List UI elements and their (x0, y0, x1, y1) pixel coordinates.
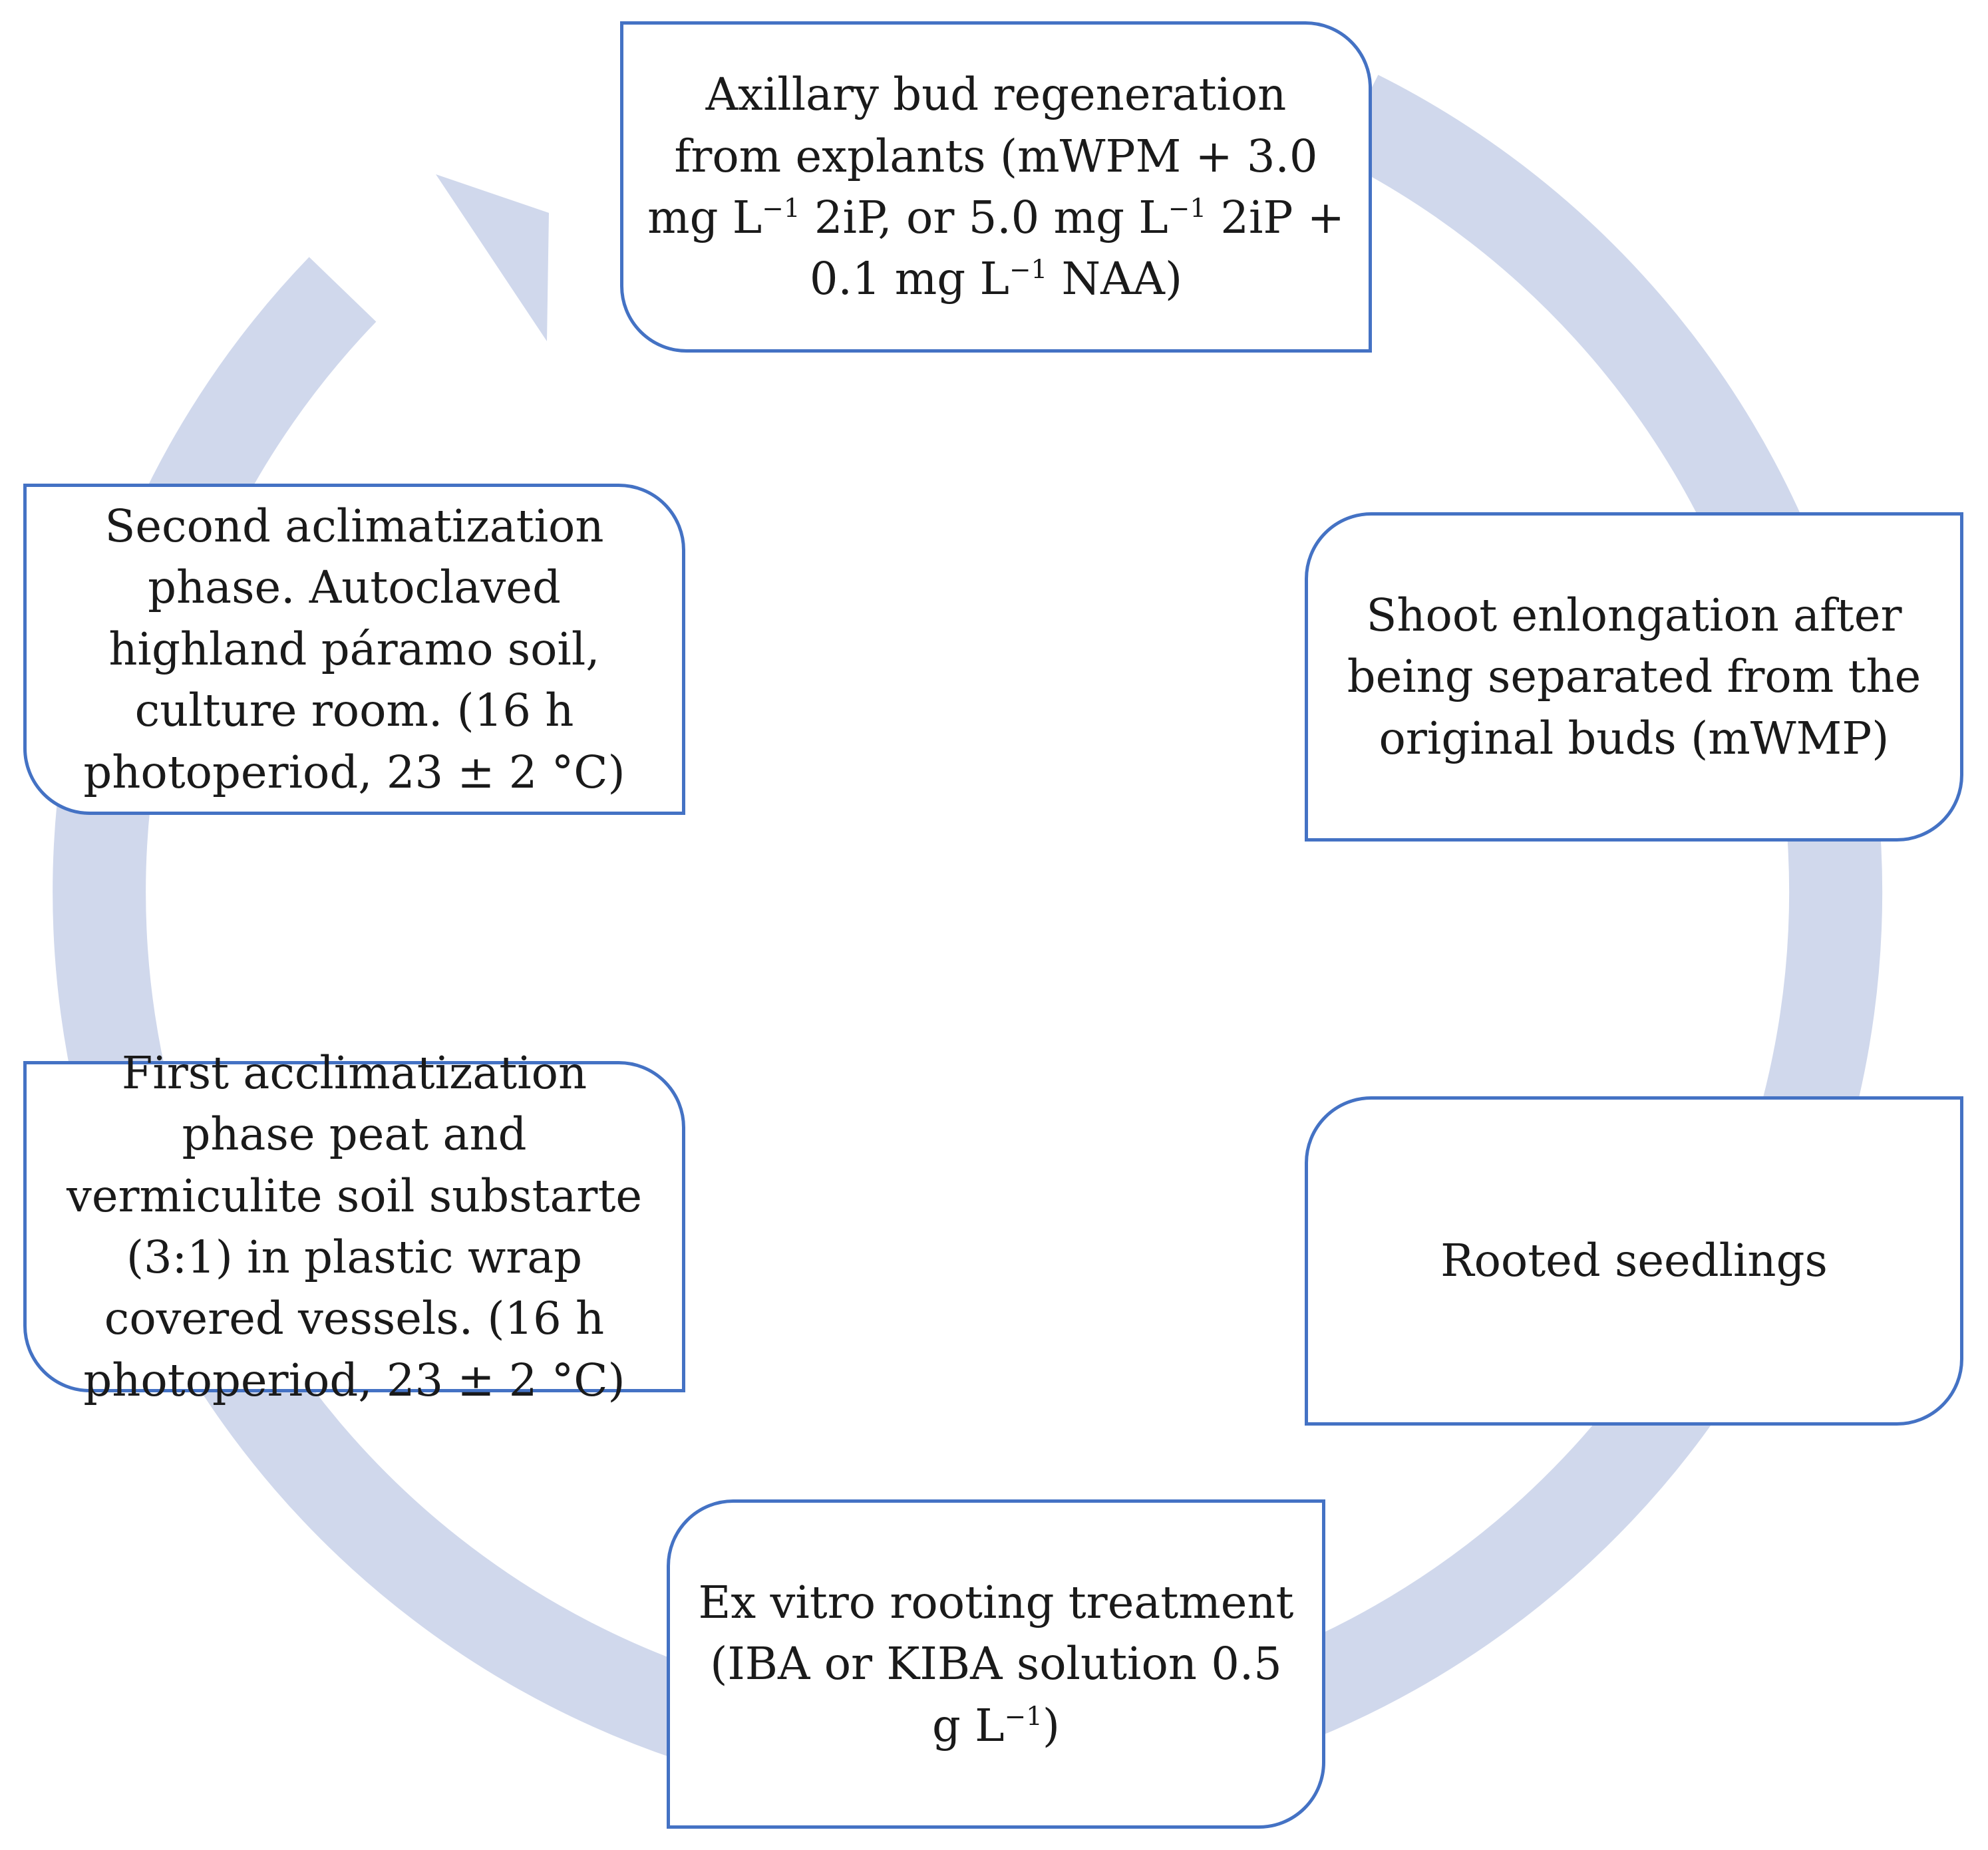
step-text-rooted-seedlings: Rooted seedlings (1440, 1235, 1828, 1287)
cycle-arrowhead (436, 174, 549, 341)
step-box-ex-vitro-rooting: Ex vitro rooting treatment (IBA or KIBA … (667, 1499, 1325, 1829)
step-text-shoot-elongation: Shoot enlongation after being separated … (1347, 589, 1921, 764)
step-text-second-acclimatization: Second aclimatization phase. Autoclaved … (83, 500, 625, 798)
step-box-second-acclimatization: Second aclimatization phase. Autoclaved … (23, 484, 685, 815)
step-text-ex-vitro-rooting: Ex vitro rooting treatment (IBA or KIBA … (698, 1576, 1294, 1752)
step-text-first-acclimatization: First acclimatization phase peat and ver… (66, 1046, 643, 1406)
step-box-shoot-elongation: Shoot enlongation after being separated … (1305, 512, 1963, 842)
step-box-rooted-seedlings: Rooted seedlings (1305, 1096, 1963, 1426)
step-box-first-acclimatization: First acclimatization phase peat and ver… (23, 1047, 685, 1406)
